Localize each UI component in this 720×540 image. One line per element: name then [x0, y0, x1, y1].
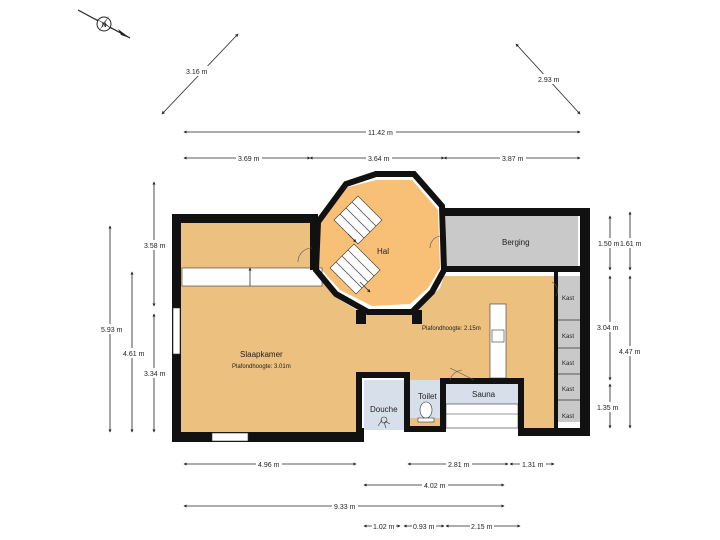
dim-right-447: 4.47 m [619, 349, 641, 356]
dim-bottom-215: 2.15 m [471, 524, 493, 531]
dim-right-304: 3.04 m [597, 325, 619, 332]
dimension-labels: 3.16 m 2.93 m 11.42 m 3.69 m 3.64 m 3.87… [100, 66, 644, 531]
dim-left-mid: 4.61 m [123, 351, 145, 358]
toilet-fixture-icon [417, 401, 435, 423]
shower-fixture-icon [377, 416, 391, 429]
room-label-douche: Douche [370, 405, 398, 414]
dim-bottom-933: 9.33 m [334, 504, 356, 511]
dim-left-outer: 5.93 m [101, 327, 123, 334]
dim-bottom-131: 1.31 m [522, 462, 544, 469]
dim-top-a: 3.69 m [238, 156, 260, 163]
dim-diag-left: 3.16 m [186, 69, 208, 76]
dim-right-135: 1.35 m [597, 405, 619, 412]
room-label-kast-4: Kast [562, 387, 574, 393]
room-label-kast-1: Kast [562, 296, 574, 302]
dim-top-c: 3.87 m [502, 156, 524, 163]
dim-bottom-402: 4.02 m [424, 483, 446, 490]
dim-bottom-093: 0.93 m [413, 524, 435, 531]
svg-text:N: N [102, 23, 106, 29]
staircase-lower [329, 243, 381, 295]
windows [172, 307, 249, 442]
room-label-toilet: Toilet [418, 392, 437, 401]
compass-rose-icon: N [77, 9, 131, 39]
kast-dividers [558, 319, 580, 401]
room-height-main: Plafondhoogte: 2.15m [422, 326, 481, 332]
room-label-kast-3: Kast [562, 361, 574, 367]
room-label-hal: Hal [377, 247, 389, 256]
dim-bottom-281: 2.81 m [448, 462, 470, 469]
room-label-kast-5: Kast [562, 414, 574, 420]
dim-bottom-496: 4.96 m [258, 462, 280, 469]
door-swings [297, 235, 558, 381]
room-label-berging: Berging [502, 238, 530, 247]
dim-left-lower: 3.34 m [144, 371, 166, 378]
staircase-upper [333, 195, 383, 245]
dim-diag-right: 2.93 m [538, 77, 560, 84]
room-height-slaapkamer: Plafondhoogte: 3.01m [232, 364, 291, 370]
kitchen-counter [489, 303, 507, 379]
stair-arrow [347, 233, 371, 293]
dim-bottom-102: 1.02 m [373, 524, 395, 531]
dim-left-upper: 3.58 m [144, 243, 166, 250]
dim-top-b: 3.64 m [368, 156, 390, 163]
floor-fills [180, 180, 580, 432]
hal-octagon-wall [312, 171, 448, 315]
room-label-slaapkamer: Slaapkamer [240, 350, 283, 359]
dim-right-161: 1.61 m [620, 241, 642, 248]
dim-right-150: 1.50 m [598, 241, 620, 248]
room-label-kast-2: Kast [562, 334, 574, 340]
room-labels: Hal Berging Slaapkamer Plafondhoogte: 3.… [232, 238, 574, 420]
dim-top-total: 11.42 m [368, 130, 393, 137]
room-label-sauna: Sauna [472, 390, 496, 399]
